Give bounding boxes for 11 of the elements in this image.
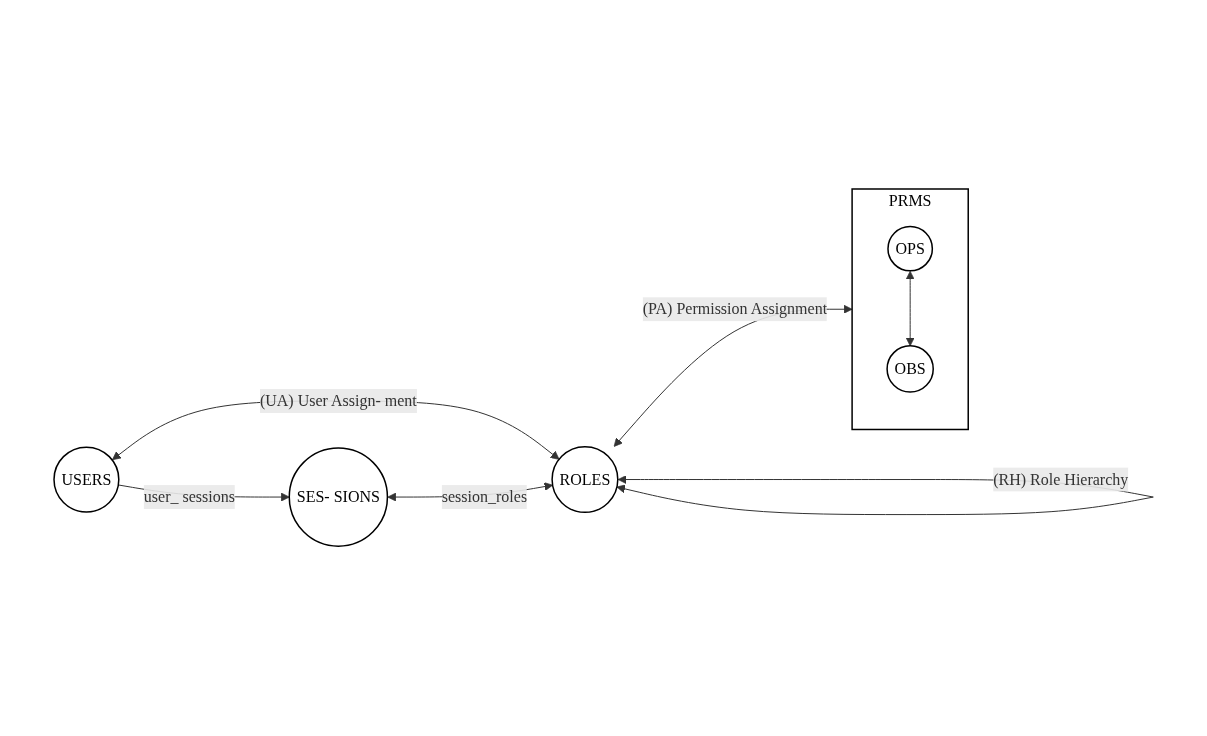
- arrow: [905, 271, 915, 347]
- node-circle: OPS: [887, 226, 933, 273]
- node-circle: SES- SIONS: [288, 447, 388, 548]
- edge-label: user_ sessions: [143, 488, 235, 506]
- edge-label: (PA) Permission Assignment: [642, 300, 827, 318]
- node-circle: USERS: [53, 446, 120, 514]
- edge-label: (RH) Role Hierarchy: [993, 470, 1129, 488]
- edge-label: session_roles: [441, 488, 527, 506]
- node-circle: OBS: [886, 345, 934, 394]
- edge-label: (UA) User Assign- ment: [259, 392, 417, 410]
- node-circle: ROLES: [551, 446, 619, 514]
